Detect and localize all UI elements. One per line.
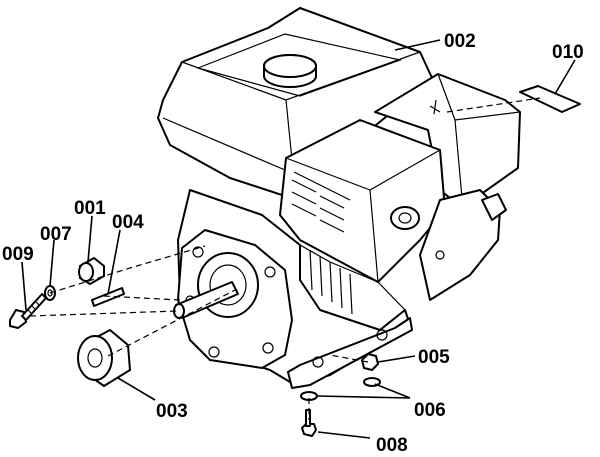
leader-lines bbox=[21, 39, 576, 439]
label-004: 004 bbox=[112, 212, 144, 233]
air-cleaner bbox=[374, 73, 521, 203]
muffler bbox=[419, 189, 507, 301]
label-009: 009 bbox=[2, 244, 34, 265]
label-002: 002 bbox=[444, 31, 476, 52]
part-003-pulley bbox=[77, 329, 131, 387]
label-006: 006 bbox=[414, 400, 446, 421]
engine-body bbox=[157, 7, 521, 389]
assembly-guide-lines bbox=[29, 97, 541, 420]
fuel-cap bbox=[263, 54, 317, 88]
label-003: 003 bbox=[156, 401, 188, 422]
label-001: 001 bbox=[74, 198, 106, 219]
part-009-bolt bbox=[9, 293, 47, 329]
callout-labels: 002 010 001 004 007 009 003 005 006 008 bbox=[2, 31, 584, 456]
part-010-decal bbox=[519, 85, 581, 113]
crankshaft bbox=[173, 281, 239, 319]
label-005: 005 bbox=[418, 347, 450, 368]
mount-foot bbox=[287, 317, 413, 389]
part-004-key bbox=[91, 287, 125, 307]
part-005-nut bbox=[361, 353, 379, 371]
label-008: 008 bbox=[376, 435, 408, 456]
engine-shroud bbox=[279, 119, 446, 283]
label-007: 007 bbox=[40, 224, 72, 245]
label-010: 010 bbox=[552, 42, 584, 63]
